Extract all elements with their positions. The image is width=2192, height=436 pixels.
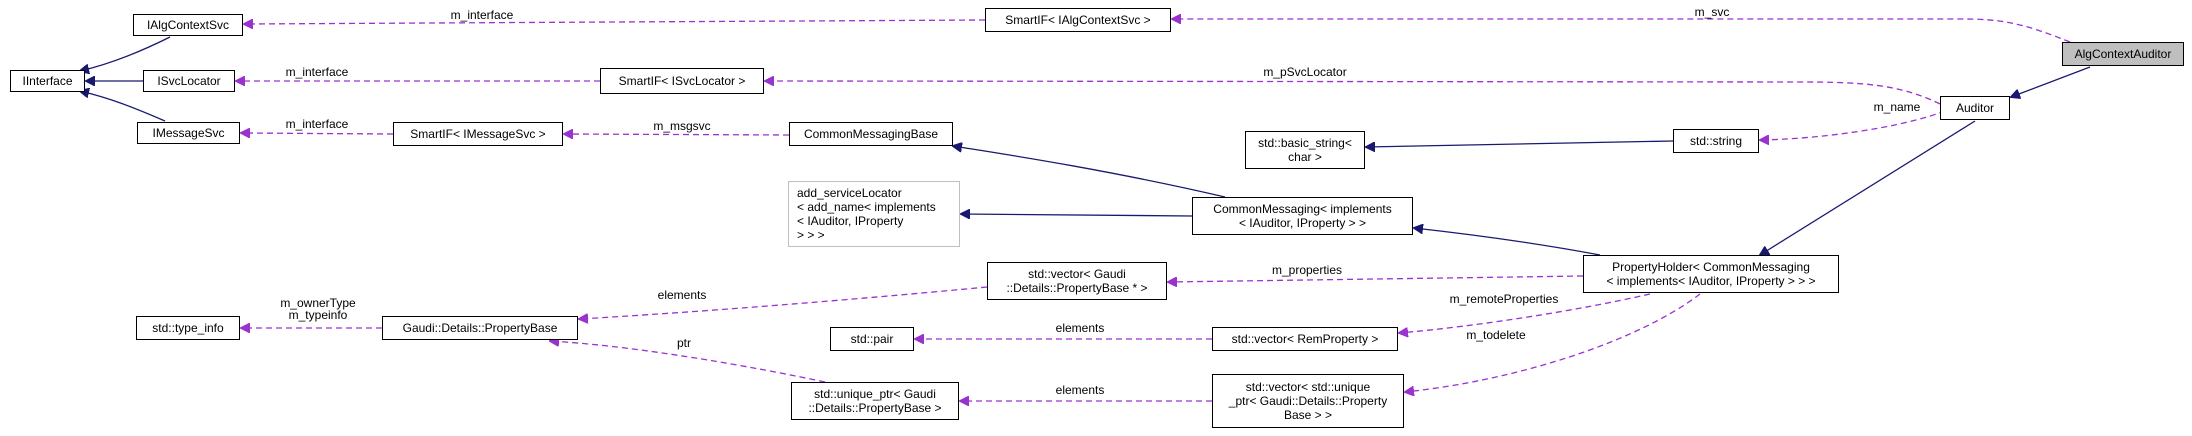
node-commonmessagingbase[interactable]: CommonMessagingBase [789,122,953,146]
edge-auditor-smartif-svcloc [765,81,1941,105]
edge-propertyholder-vector-unique [1405,293,1701,392]
node-auditor[interactable]: Auditor [1940,96,2010,120]
edge-auditor-std-string [1760,110,1946,140]
node-vector-propertybase-ptr[interactable]: std::vector< Gaudi ::Details::PropertyBa… [987,262,1167,300]
edge-ialgcontextsvc-iinterface [80,36,171,71]
node-add-servicelocator[interactable]: add_serviceLocator < add_name< implement… [788,181,960,247]
edge-label-m-interface: m_interface [450,8,514,22]
edge-commonmessaging-addsvcloc [961,214,1193,216]
edge-label-m-name: m_name [1873,100,1921,114]
edge-label-elements: elements [657,288,707,302]
node-std-string[interactable]: std::string [1673,129,1759,153]
node-smartif-ialgcontextsvc[interactable]: SmartIF< IAlgContextSvc > [985,8,1171,32]
edge-propertyholder-vector-pb [1168,275,1584,282]
node-smartif-isvclocator[interactable]: SmartIF< ISvcLocator > [600,68,764,94]
edge-cmb-smartif-msgsvc [564,134,790,135]
edge-label-m-interface: m_interface [285,65,349,79]
edge-algctxauditor-smartif [1172,19,2071,43]
node-std-pair[interactable]: std::pair [830,327,914,351]
edge-label-elements: elements [1055,321,1105,335]
edge-label-m-properties: m_properties [1271,263,1343,277]
node-std-type-info[interactable]: std::type_info [136,316,240,340]
edge-label-m-svc: m_svc [1694,5,1730,19]
node-smartif-imessagesvc[interactable]: SmartIF< IMessageSvc > [393,122,563,146]
node-propertybase[interactable]: Gaudi::Details::PropertyBase [382,316,578,340]
edge-commonmessaging-cmb [953,146,1226,198]
edge-label-m-interface: m_interface [285,117,349,131]
node-unique-ptr-propertybase[interactable]: std::unique_ptr< Gaudi ::Details::Proper… [791,382,959,420]
edge-vector-pb-propertybase [579,286,988,319]
edge-propertyholder-vector-rem [1399,293,1651,333]
node-imessagesvc[interactable]: IMessageSvc [137,122,240,144]
node-vector-remproperty[interactable]: std::vector< RemProperty > [1212,327,1398,351]
node-iinterface[interactable]: IInterface [10,70,85,92]
node-std-basic-string[interactable]: std::basic_string< char > [1245,131,1365,169]
edge-label-m-remoteproperties: m_remoteProperties [1449,292,1559,306]
edge-label-elements: elements [1055,383,1105,397]
edge-label-m-ownertype-typeinfo: m_ownerType m_typeinfo [280,296,356,322]
node-isvclocator[interactable]: ISvcLocator [143,70,235,92]
node-algcontextauditor[interactable]: AlgContextAuditor [2062,42,2184,66]
edge-imessagesvc-iinterface [80,91,166,122]
edge-label-m-msgsvc: m_msgsvc [653,119,711,133]
node-ialgcontextsvc[interactable]: IAlgContextSvc [133,14,243,36]
edge-label-m-psvclocator: m_pSvcLocator [1263,65,1347,79]
node-vector-unique-ptr[interactable]: std::vector< std::unique _ptr< Gaudi::De… [1212,374,1404,428]
edge-smartif-msgsvc-imessagesvc [241,133,394,134]
edge-propertyholder-auditor [1760,120,1976,255]
edge-label-m-todelete: m_todelete [1466,328,1526,342]
edge-unique-ptr-propertybase [550,341,826,383]
node-propertyholder[interactable]: PropertyHolder< CommonMessaging < implem… [1583,255,1839,293]
edge-smartif-algctx-ialgcontextsvc [244,20,986,24]
edge-std-string-basic-string [1366,140,1674,147]
edge-algctxauditor-auditor [2011,66,2091,97]
edge-propertyholder-commonmessaging [1414,228,1601,256]
edge-label-ptr: ptr [676,336,692,350]
node-commonmessaging[interactable]: CommonMessaging< implements < IAuditor, … [1192,197,1413,235]
